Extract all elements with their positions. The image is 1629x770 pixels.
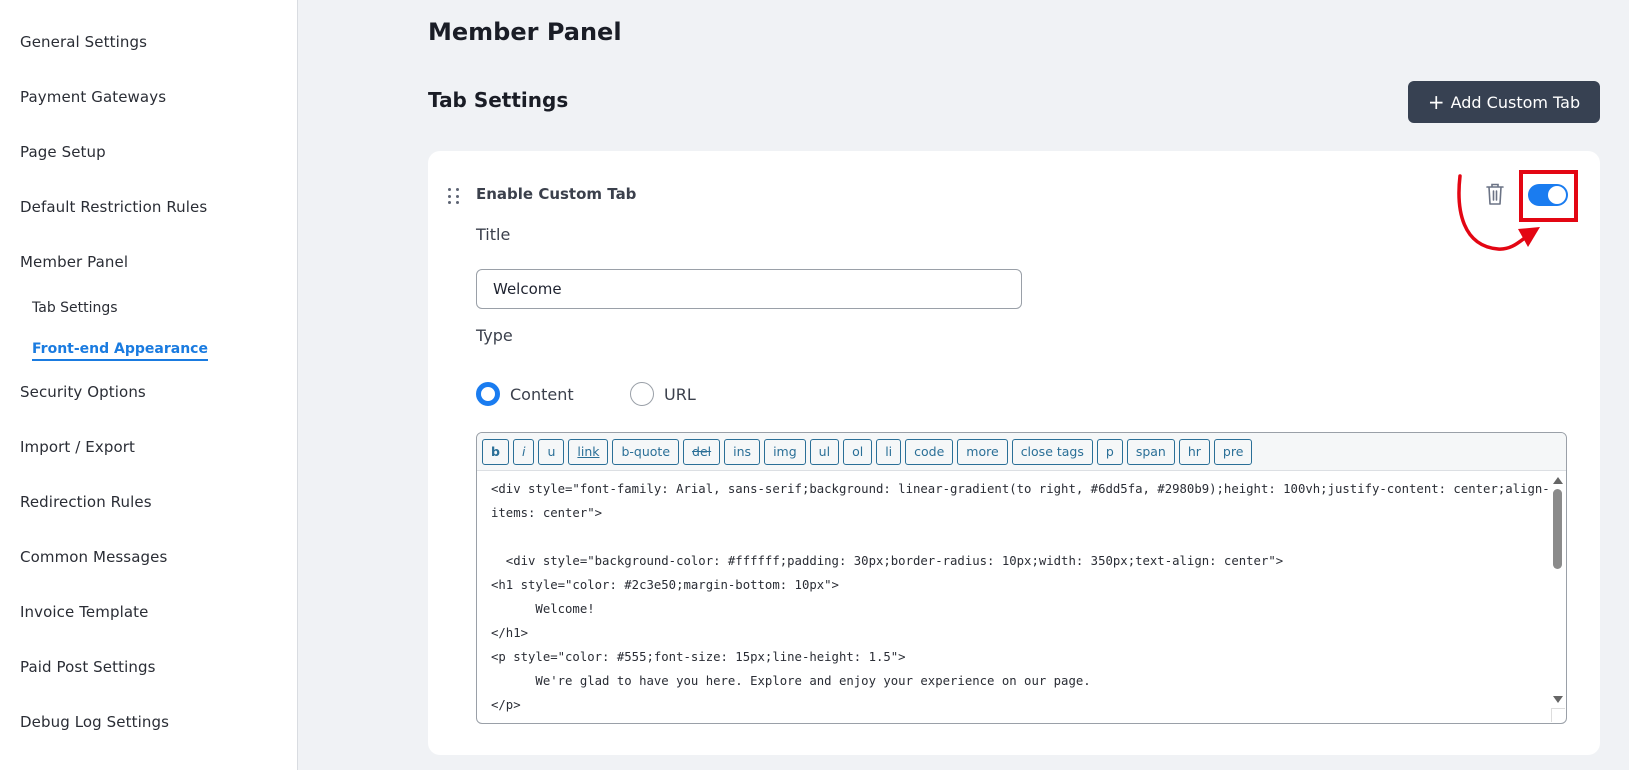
- scroll-up-arrow-icon[interactable]: [1553, 477, 1563, 484]
- code-line: <h1 style="color: #2c3e50;margin-bottom:…: [491, 578, 839, 592]
- enable-custom-tab-toggle[interactable]: [1528, 184, 1568, 206]
- editor-scrollbar[interactable]: [1550, 471, 1564, 723]
- code-line: items: center">: [491, 506, 603, 520]
- qt-img-button[interactable]: img: [764, 438, 806, 465]
- toggle-knob: [1548, 186, 1566, 204]
- sidebar-item-redirection-rules[interactable]: Redirection Rules: [20, 493, 152, 511]
- sidebar-subitem-tab-settings[interactable]: Tab Settings: [32, 300, 118, 316]
- type-radio-url-label: URL: [664, 384, 696, 404]
- sidebar-subitem-front-end-appearance[interactable]: Front-end Appearance: [32, 341, 208, 361]
- sidebar-item-invoice-template[interactable]: Invoice Template: [20, 603, 149, 621]
- sidebar-item-paid-post-settings[interactable]: Paid Post Settings: [20, 658, 156, 676]
- code-line: Welcome!: [491, 602, 595, 616]
- add-custom-tab-button[interactable]: + Add Custom Tab: [1408, 81, 1600, 123]
- qt-p-button[interactable]: p: [1096, 438, 1123, 465]
- code-line: <div style="background-color: #ffffff;pa…: [491, 554, 1284, 568]
- sidebar-item-security-options[interactable]: Security Options: [20, 383, 146, 401]
- custom-tab-title: Enable Custom Tab: [476, 185, 637, 203]
- code-textarea[interactable]: <div style="font-family: Arial, sans-ser…: [477, 471, 1566, 723]
- settings-sidebar: General Settings Payment Gateways Page S…: [0, 0, 298, 770]
- title-field-label: Title: [476, 225, 511, 244]
- resize-grip-icon[interactable]: [1551, 708, 1565, 722]
- qt-italic-button[interactable]: i: [512, 438, 535, 465]
- type-radio-content[interactable]: Content: [476, 382, 574, 406]
- qt-span-button[interactable]: span: [1126, 438, 1175, 465]
- plus-icon: +: [1427, 90, 1445, 114]
- qt-hr-button[interactable]: hr: [1178, 438, 1210, 465]
- qt-li-button[interactable]: li: [876, 438, 902, 465]
- qt-del-button[interactable]: del: [683, 438, 721, 465]
- sidebar-item-import-export[interactable]: Import / Export: [20, 438, 135, 456]
- trash-icon[interactable]: [1484, 181, 1506, 207]
- sidebar-item-common-messages[interactable]: Common Messages: [20, 548, 168, 566]
- code-line: [491, 525, 1536, 549]
- qt-bold-button[interactable]: b: [482, 438, 509, 465]
- title-input[interactable]: [476, 269, 1022, 309]
- qt-ul-button[interactable]: ul: [809, 438, 840, 465]
- sidebar-item-payment-gateways[interactable]: Payment Gateways: [20, 88, 167, 106]
- page-title: Member Panel: [428, 18, 622, 46]
- qt-link-button[interactable]: link: [568, 438, 609, 465]
- annotation-highlight-box: [1519, 170, 1578, 222]
- add-custom-tab-label: Add Custom Tab: [1450, 92, 1581, 112]
- code-line: </h1>: [491, 626, 529, 640]
- quicktags-toolbar: b i u link b-quote del ins img ul ol li …: [477, 433, 1566, 471]
- qt-underline-button[interactable]: u: [538, 438, 565, 465]
- qt-close-tags-button[interactable]: close tags: [1011, 438, 1093, 465]
- content-editor: b i u link b-quote del ins img ul ol li …: [476, 432, 1567, 724]
- section-title: Tab Settings: [428, 88, 569, 112]
- qt-pre-button[interactable]: pre: [1213, 438, 1253, 465]
- code-line: <div style="font-family: Arial, sans-ser…: [491, 482, 1550, 496]
- drag-handle-icon[interactable]: [448, 188, 460, 206]
- sidebar-item-page-setup[interactable]: Page Setup: [20, 143, 106, 161]
- type-radio-content-label: Content: [510, 384, 574, 404]
- sidebar-item-debug-log-settings[interactable]: Debug Log Settings: [20, 713, 169, 731]
- code-line: <p style="color: #555;font-size: 15px;li…: [491, 650, 906, 664]
- scroll-down-arrow-icon[interactable]: [1553, 696, 1563, 703]
- qt-bquote-button[interactable]: b-quote: [612, 438, 680, 465]
- qt-more-button[interactable]: more: [957, 438, 1008, 465]
- type-field-label: Type: [476, 326, 513, 345]
- custom-tab-card: Enable Custom Tab Title Type Content URL…: [428, 151, 1600, 755]
- qt-code-button[interactable]: code: [905, 438, 954, 465]
- sidebar-item-default-restriction-rules[interactable]: Default Restriction Rules: [20, 198, 208, 216]
- sidebar-item-general-settings[interactable]: General Settings: [20, 33, 148, 51]
- qt-ins-button[interactable]: ins: [724, 438, 761, 465]
- radio-checked-icon: [476, 382, 500, 406]
- type-radio-url[interactable]: URL: [630, 382, 696, 406]
- qt-ol-button[interactable]: ol: [843, 438, 873, 465]
- scrollbar-thumb[interactable]: [1553, 489, 1562, 569]
- radio-unchecked-icon: [630, 382, 654, 406]
- sidebar-item-member-panel[interactable]: Member Panel: [20, 253, 129, 271]
- code-line: We're glad to have you here. Explore and…: [491, 674, 1091, 688]
- code-line: </p>: [491, 698, 521, 712]
